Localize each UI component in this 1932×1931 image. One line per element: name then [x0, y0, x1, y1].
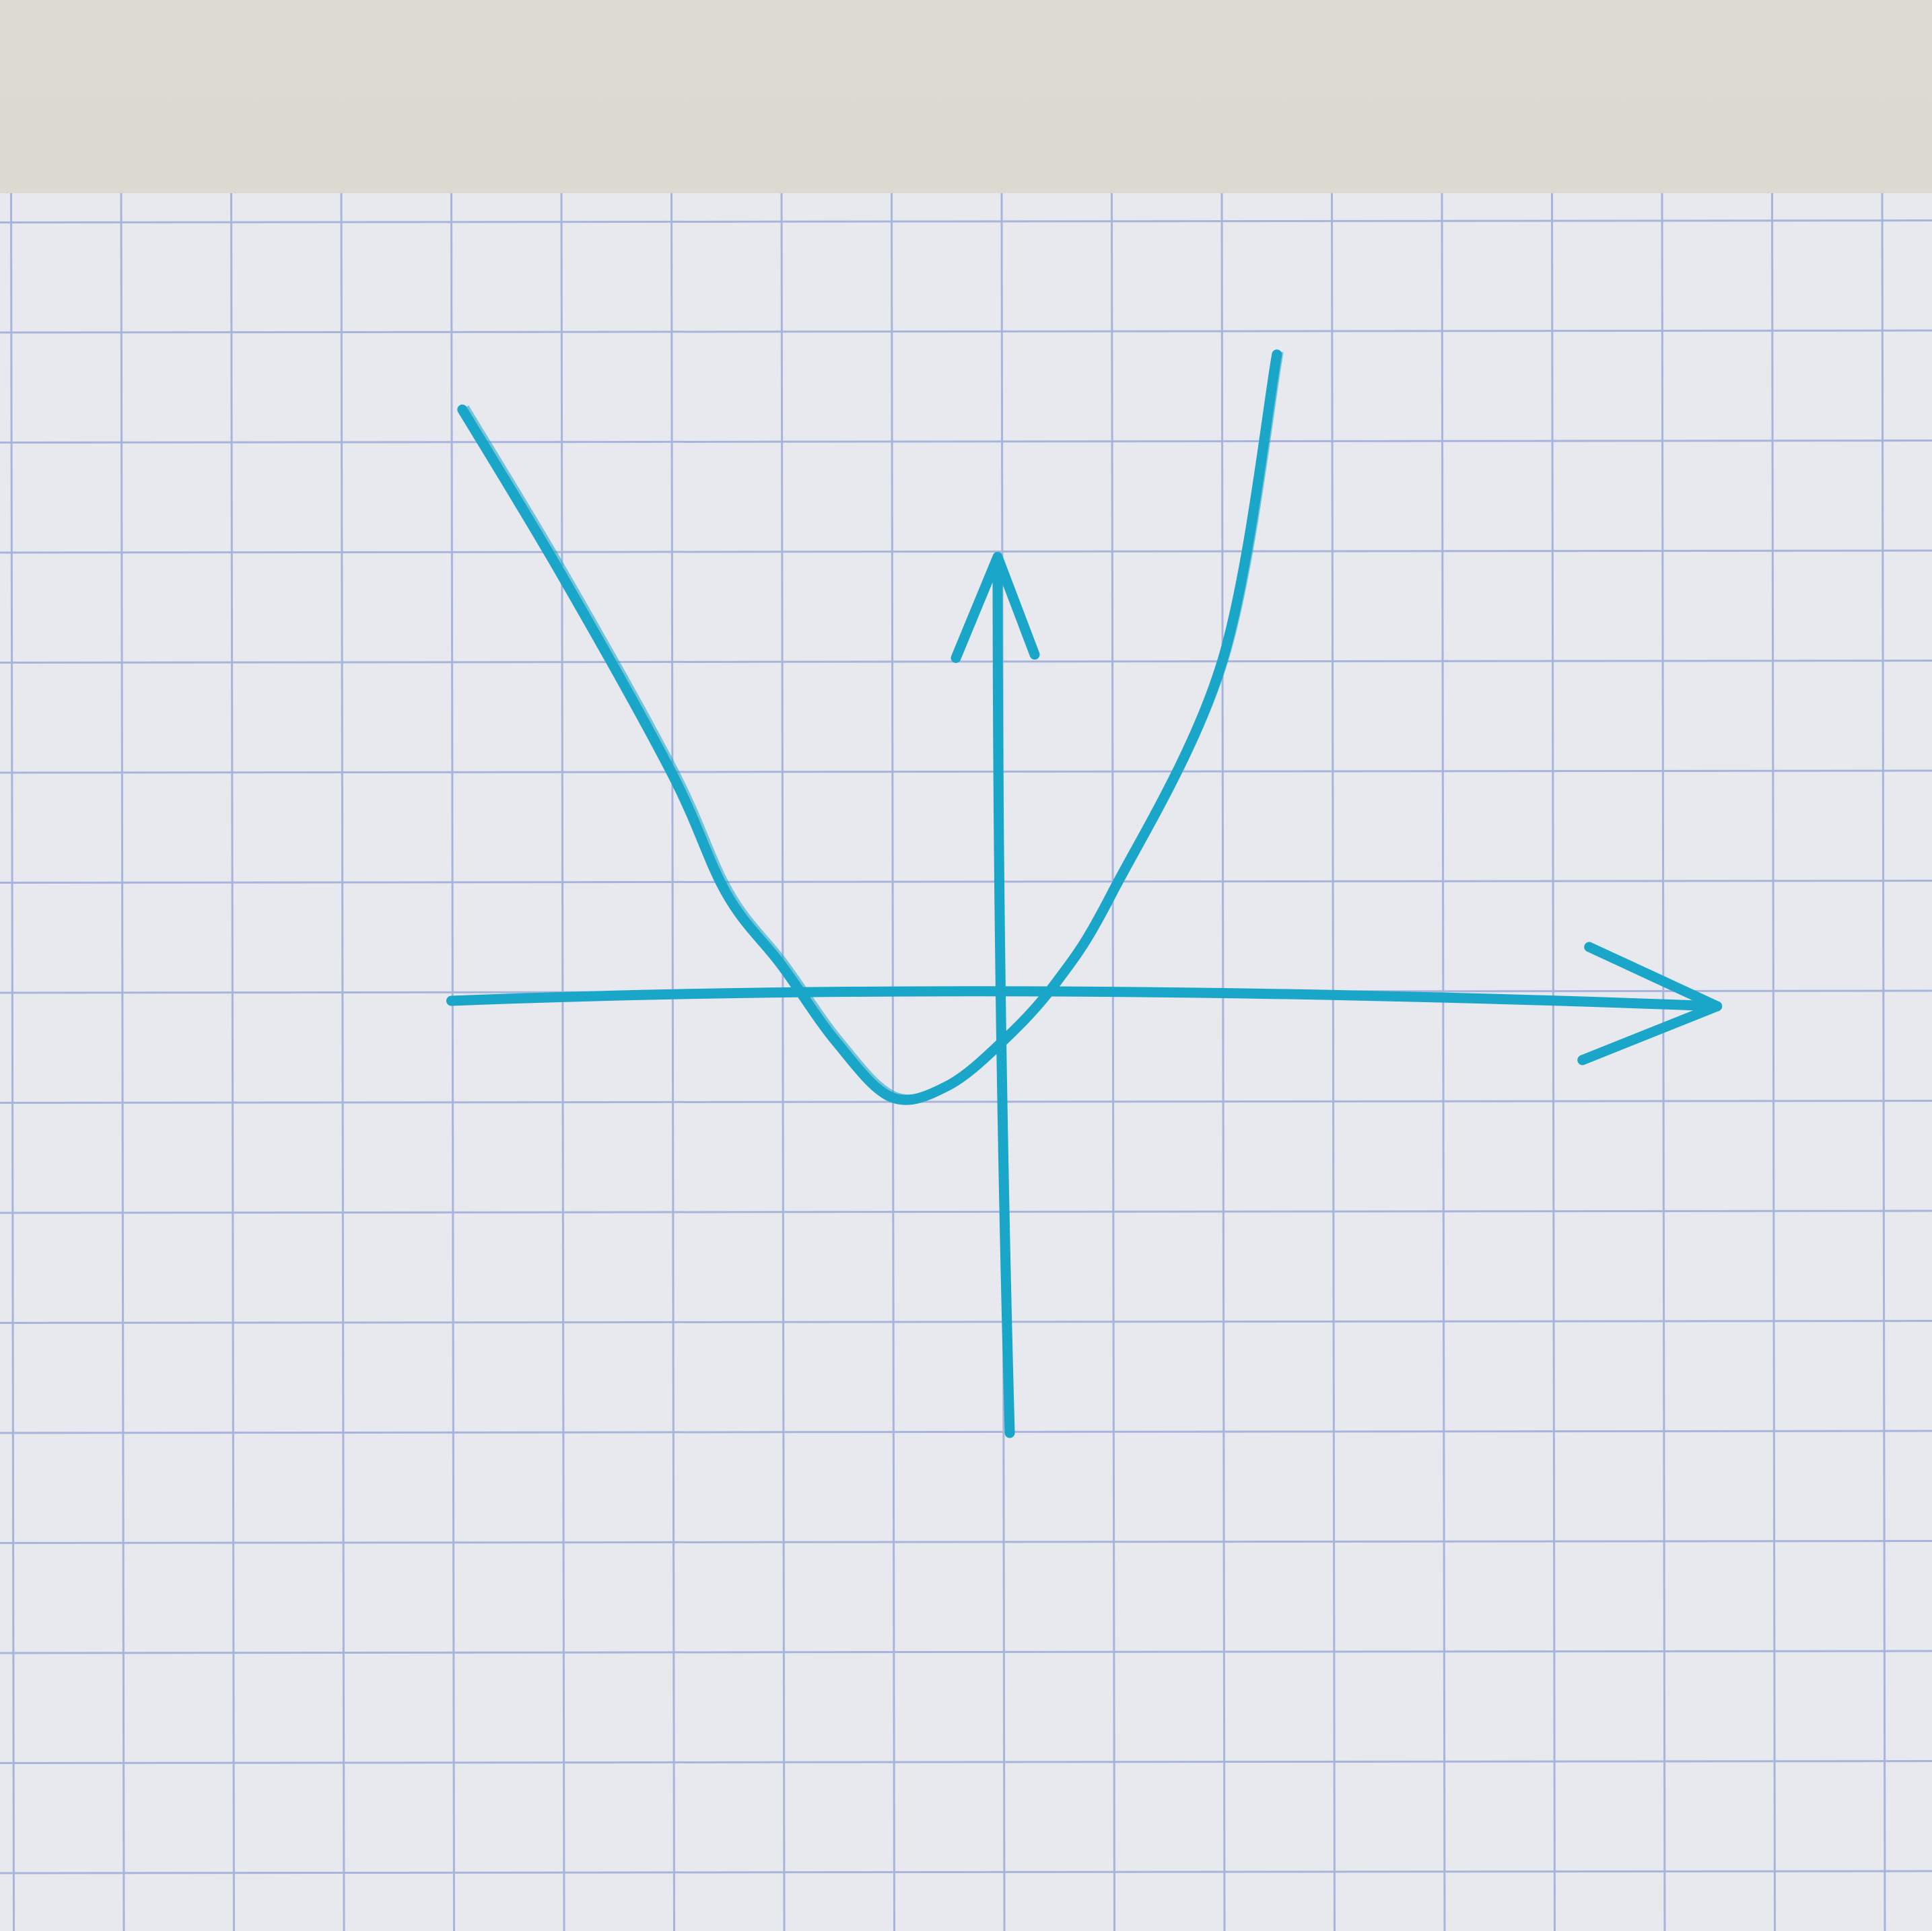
grid-line-vertical: [1441, 192, 1446, 1931]
grid-line-vertical: [450, 192, 455, 1931]
graph-paper-sheet: [0, 193, 1932, 1931]
y-axis-arrowhead: [951, 552, 1040, 663]
grid-line-vertical: [10, 192, 15, 1931]
grid-line-horizontal: [0, 219, 1932, 223]
y-axis-line: [992, 552, 1015, 1438]
grid-line-vertical: [670, 192, 675, 1931]
grid-line-vertical: [780, 192, 786, 1931]
grid-line-vertical: [230, 192, 235, 1931]
grid-line-horizontal: [0, 1430, 1932, 1434]
grid-line-horizontal: [0, 660, 1932, 664]
series-0-parabola-overstroke: [464, 351, 1284, 1100]
grid-line-vertical: [1331, 192, 1336, 1931]
grid-line-horizontal: [0, 1100, 1932, 1104]
grid-line-vertical: [1661, 192, 1666, 1931]
grid-line-horizontal: [0, 1650, 1932, 1654]
grid-line-horizontal: [0, 329, 1932, 334]
grid-line-horizontal: [0, 1540, 1932, 1544]
grid-line-horizontal: [0, 1760, 1932, 1764]
grid-line-vertical: [1551, 192, 1556, 1931]
grid-line-horizontal: [0, 549, 1932, 554]
grid-line-vertical: [1771, 192, 1776, 1931]
grid-line-horizontal: [0, 1320, 1932, 1324]
grid-line-vertical: [560, 192, 565, 1931]
x-axis-arrowhead: [1577, 942, 1723, 1065]
grid-line-horizontal: [0, 1209, 1932, 1214]
grid-line-vertical: [1881, 192, 1886, 1931]
grid-line-vertical: [1220, 192, 1226, 1931]
grid-line-horizontal: [0, 769, 1932, 774]
grid-line-horizontal: [0, 880, 1932, 884]
grid-line-vertical: [340, 192, 345, 1931]
grid-line-horizontal: [0, 1870, 1932, 1874]
grid-line-vertical: [120, 192, 125, 1931]
grid-line-vertical: [891, 192, 895, 1931]
grid-line-horizontal: [0, 440, 1932, 444]
series-layer: [457, 349, 1284, 1105]
grid-line-vertical: [1111, 192, 1115, 1931]
